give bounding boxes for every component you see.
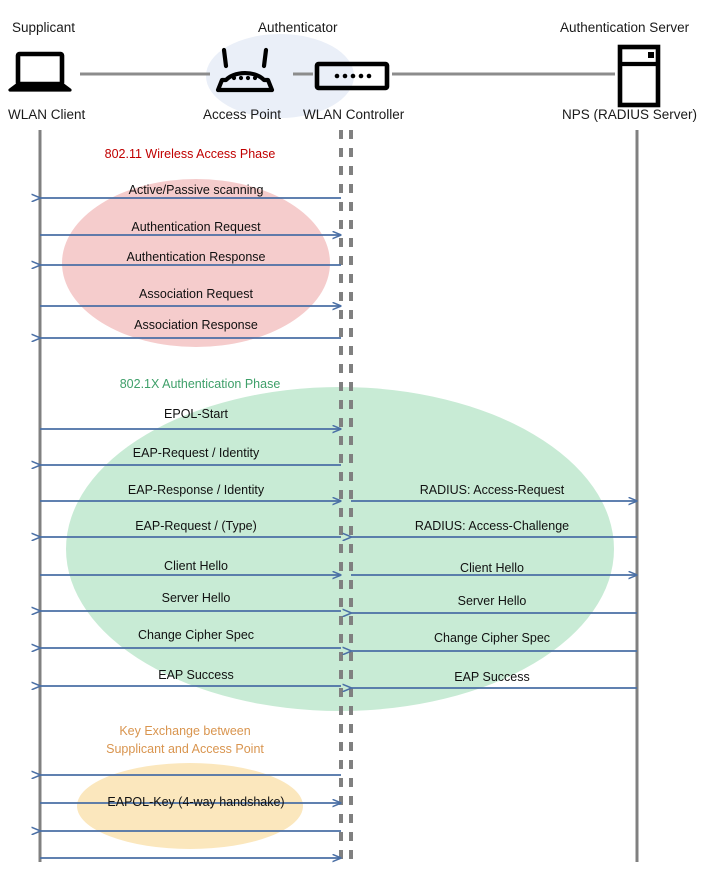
right-message-label-0: RADIUS: Access-Request	[419, 483, 565, 497]
left-message-label-12: EAP Success	[158, 668, 234, 682]
phase-80211-title: 802.11 Wireless Access Phase	[104, 147, 276, 161]
phase-80211-ellipse	[62, 179, 330, 347]
message-arrows-left	[40, 198, 341, 858]
right-message-label-4: Change Cipher Spec	[433, 631, 551, 645]
device-label-wlan-client: WLAN Client	[8, 107, 86, 122]
left-message-label-6: EAP-Request / Identity	[132, 446, 260, 460]
left-message-label-11: Change Cipher Spec	[137, 628, 255, 642]
right-message-label-1: RADIUS: Access-Challenge	[414, 519, 570, 533]
left-message-label-2: Authentication Response	[126, 250, 266, 264]
left-message-label-0: Active/Passive scanning	[128, 183, 264, 197]
lifeline-group	[38, 130, 639, 862]
laptop-icon	[8, 51, 72, 92]
left-message-label-4: Association Response	[134, 318, 258, 332]
right-message-label-2: Client Hello	[460, 561, 524, 575]
device-label-nps-radius-server: NPS (RADIUS Server)	[562, 107, 698, 122]
left-message-label-9: Client Hello	[164, 559, 228, 573]
left-message-label-8: EAP-Request / (Type)	[135, 519, 257, 533]
phase-8021x-title: 802.1X Authentication Phase	[119, 377, 281, 391]
role-label-authenticator: Authenticator	[258, 20, 338, 35]
authenticator-blob	[206, 34, 354, 118]
role-label-authentication-server: Authentication Server	[560, 20, 690, 35]
phase-key-exchange-ellipse	[77, 763, 303, 849]
right-message-label-3: Server Hello	[457, 594, 527, 608]
left-message-label-7: EAP-Response / Identity	[127, 483, 265, 497]
controller-switch-icon	[314, 61, 390, 91]
left-message-label-5: EPOL-Start	[164, 407, 228, 421]
message-arrows-right	[351, 501, 637, 688]
device-label-wlan-controller: WLAN Controller	[303, 107, 405, 122]
left-message-label-15: EAPOL-Key (4-way handshake)	[107, 795, 285, 809]
phase-key-exchange-title: Key Exchange between Supplicant and Acce…	[106, 724, 264, 757]
left-message-label-3: Association Request	[139, 287, 253, 301]
wifi-router-icon	[215, 47, 275, 93]
server-rack-icon	[617, 44, 661, 108]
left-message-label-10: Server Hello	[161, 591, 231, 605]
role-label-supplicant: Supplicant	[12, 20, 76, 35]
device-label-access-point: Access Point	[203, 107, 282, 122]
right-message-label-5: EAP Success	[454, 670, 530, 684]
left-message-label-1: Authentication Request	[131, 220, 261, 234]
